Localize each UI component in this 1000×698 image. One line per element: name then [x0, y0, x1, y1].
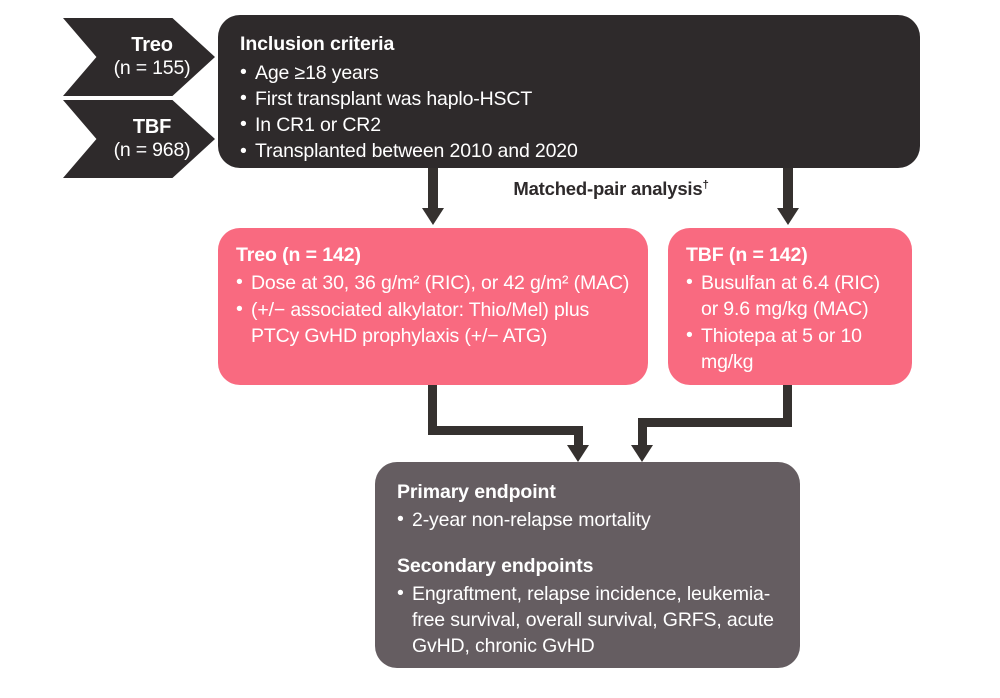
matched-pair-analysis-text: Matched-pair analysis — [513, 178, 703, 199]
connector-treo-to-endpoints-stem — [428, 385, 437, 435]
connector-treo-to-endpoints-drop — [574, 426, 583, 448]
list-item: First transplant was haplo-HSCT — [240, 85, 898, 112]
secondary-endpoints-list: Engraftment, relapse incidence, leukemia… — [397, 580, 778, 659]
connector-tbf-to-endpoints-elbow — [638, 418, 792, 427]
arrowhead-icon — [422, 208, 444, 225]
list-item: Transplanted between 2010 and 2020 — [240, 138, 898, 164]
arrowhead-icon — [631, 445, 653, 462]
treatment-arm-box-tbf: TBF (n = 142) Busulfan at 6.4 (RIC) or 9… — [668, 228, 912, 385]
inclusion-criteria-title: Inclusion criteria — [240, 33, 395, 55]
footnote-marker: † — [702, 178, 709, 191]
list-item: Engraftment, relapse incidence, leukemia… — [397, 580, 778, 659]
cohort-chevron-tbf: TBF (n = 968) — [63, 100, 215, 178]
connector-tbf-to-endpoints-drop — [638, 418, 647, 448]
connector-inclusion-to-treo — [428, 168, 438, 211]
cohort-chevron-tbf-count: (n = 968) — [113, 139, 191, 162]
arrowhead-icon — [777, 208, 799, 225]
list-item: (+/− associated alkylator: Thio/Mel) plu… — [236, 296, 630, 349]
section-spacer — [397, 533, 778, 554]
arrowhead-icon — [567, 445, 589, 462]
primary-endpoint-list: 2-year non-relapse mortality — [397, 506, 778, 533]
cohort-chevron-treo: Treo (n = 155) — [63, 18, 215, 96]
connector-inclusion-to-tbf — [783, 168, 793, 211]
treatment-arm-box-treo: Treo (n = 142) Dose at 30, 36 g/m² (RIC)… — [218, 228, 648, 385]
list-item: Dose at 30, 36 g/m² (RIC), or 42 g/m² (M… — [236, 269, 630, 296]
treatment-arm-tbf-title: TBF (n = 142) — [686, 244, 808, 266]
list-item: Thiotepa at 5 or 10 mg/kg — [686, 322, 894, 375]
treatment-arm-treo-list: Dose at 30, 36 g/m² (RIC), or 42 g/m² (M… — [236, 269, 630, 349]
list-item: Age ≥18 years — [240, 59, 898, 86]
inclusion-criteria-list: Age ≥18 years First transplant was haplo… — [240, 59, 898, 165]
list-item: In CR1 or CR2 — [240, 111, 898, 138]
endpoints-box: Primary endpoint 2-year non-relapse mort… — [375, 462, 800, 668]
treatment-arm-tbf-list: Busulfan at 6.4 (RIC) or 9.6 mg/kg (MAC)… — [686, 269, 894, 376]
cohort-chevron-treo-count: (n = 155) — [113, 57, 191, 80]
list-item: Busulfan at 6.4 (RIC) or 9.6 mg/kg (MAC) — [686, 269, 894, 322]
secondary-endpoints-title: Secondary endpoints — [397, 554, 594, 577]
treatment-arm-treo-title: Treo (n = 142) — [236, 244, 361, 266]
list-item: 2-year non-relapse mortality — [397, 506, 778, 533]
connector-treo-to-endpoints-elbow — [428, 426, 583, 435]
inclusion-criteria-box: Inclusion criteria Age ≥18 years First t… — [218, 15, 920, 168]
primary-endpoint-title: Primary endpoint — [397, 481, 556, 503]
cohort-chevron-treo-name: Treo — [131, 33, 173, 56]
matched-pair-analysis-label: Matched-pair analysis† — [466, 178, 756, 200]
cohort-chevron-tbf-name: TBF — [132, 115, 172, 138]
connector-tbf-to-endpoints-stem — [783, 385, 792, 427]
